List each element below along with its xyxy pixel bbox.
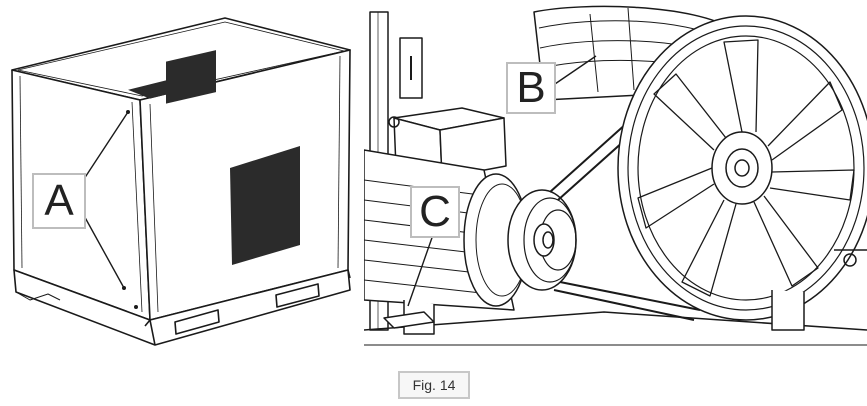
callout-a-leaders [81, 111, 129, 289]
base-frame [364, 249, 867, 346]
callout-label-b: B [506, 62, 556, 114]
belt-drive-drawing [364, 5, 867, 346]
front-upper-grille [166, 50, 216, 104]
callout-label-c: C [410, 186, 460, 238]
base-slot-left [174, 309, 220, 335]
callout-b-leader [551, 55, 597, 87]
belt-drive-illustration [364, 0, 867, 360]
callout-label-a: A [32, 173, 86, 229]
figure-caption: Fig. 14 [398, 371, 470, 399]
flywheel-pulley [617, 15, 867, 321]
front-lower-grille [230, 146, 300, 265]
motor-pulley [507, 189, 577, 291]
callout-leaders [407, 55, 597, 307]
callout-c-leader [407, 231, 435, 307]
base-slot-right [275, 283, 320, 308]
flywheel-blades [637, 39, 855, 297]
